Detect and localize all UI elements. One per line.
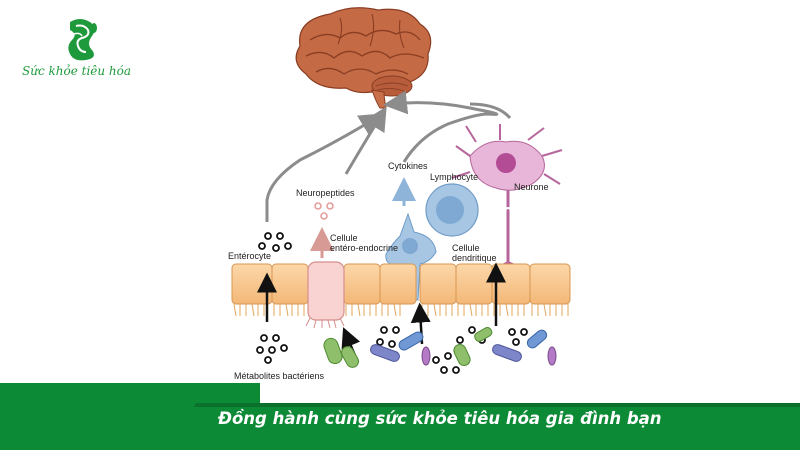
label-enteroendocrine-2: entéro-endocrine [330, 243, 398, 253]
label-cytokines: Cytokines [388, 161, 428, 171]
label-neurone: Neurone [514, 182, 549, 192]
banner-tagline: Đồng hành cùng sức khỏe tiêu hóa gia đìn… [218, 409, 662, 428]
label-enterocyte: Entérocyte [228, 251, 271, 261]
label-neuropeptides: Neuropeptides [296, 188, 355, 198]
brand-name: Sức khỏe tiêu hóa [22, 64, 132, 78]
signal-arrows [265, 90, 512, 222]
brain-icon [295, 7, 432, 109]
neurone-cell [451, 124, 563, 280]
label-enteroendocrine-1: Cellule [330, 233, 358, 243]
label-dendritic-2: dendritique [452, 253, 497, 263]
label-lymphocyte: Lymphocyte [430, 172, 478, 182]
label-metabolites: Métabolites bactériens [234, 371, 325, 381]
bacteria [323, 327, 557, 368]
label-dendritic-1: Cellule [452, 243, 480, 253]
bottom-banner [0, 383, 800, 450]
brand-logo: Sức khỏe tiêu hóa [18, 14, 158, 84]
intestine-icon [68, 19, 97, 61]
neuropeptide-particles [314, 202, 334, 220]
lymphocyte-cell [425, 183, 479, 237]
epithelial-layer [231, 261, 571, 329]
